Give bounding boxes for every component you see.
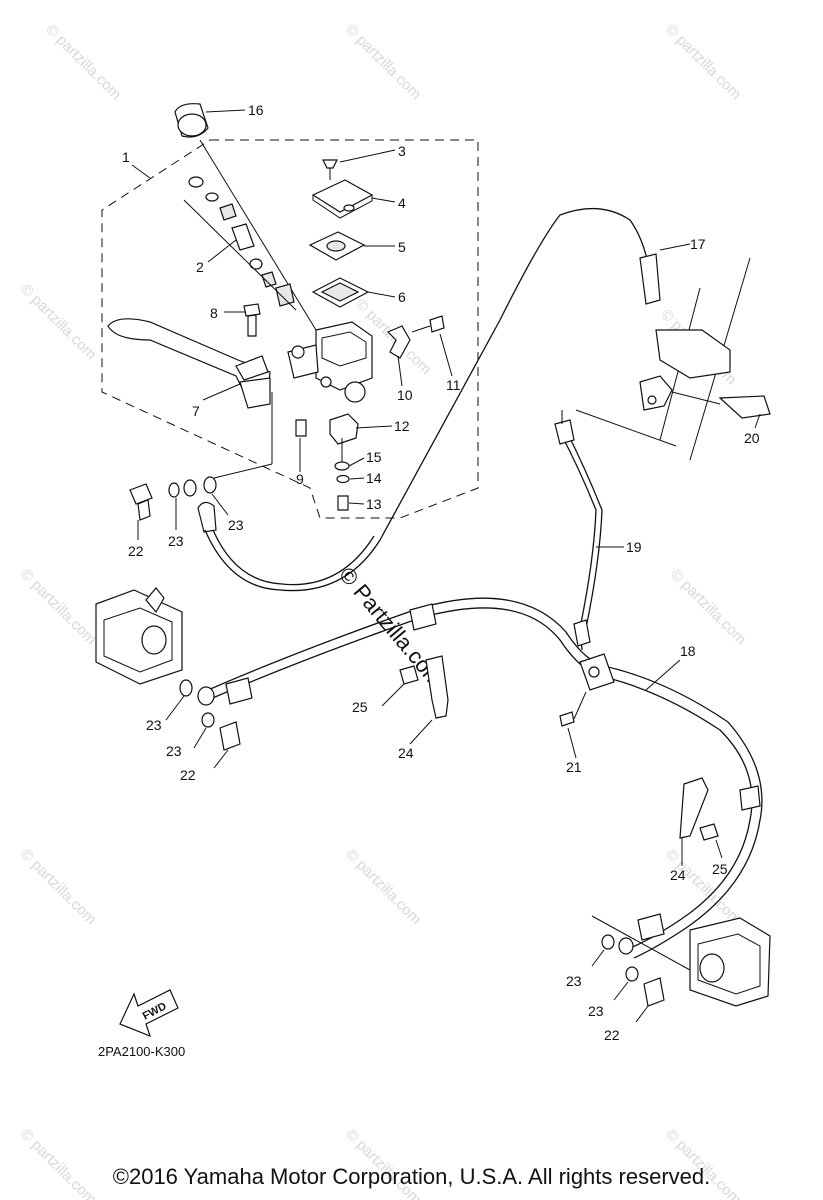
screw-part [337, 495, 349, 511]
callout-11: 11 [446, 377, 461, 393]
callout-9: 9 [296, 471, 304, 487]
master-cylinder-group [107, 103, 445, 511]
diagram-code: 2PA2100-K300 [98, 1044, 185, 1059]
brake-switch-part [329, 413, 359, 445]
nut-part [334, 461, 350, 471]
washer-part [336, 474, 350, 484]
brake-pipe-19 [559, 431, 597, 651]
watermark: © partzilla.com [662, 846, 744, 928]
upper-right-bracket [575, 243, 771, 461]
callout-16: 16 [248, 102, 264, 118]
hose-fitting [639, 253, 661, 305]
callout-22: 22 [128, 543, 144, 559]
watermark: © partzilla.com [17, 846, 99, 928]
screw-part [322, 159, 338, 169]
callout-3: 3 [398, 143, 406, 159]
clamp-part [386, 325, 411, 359]
pivot-bolt-part [243, 303, 261, 317]
callout-23: 23 [146, 717, 162, 733]
clip-part [718, 395, 771, 419]
callout-19: 19 [626, 539, 642, 555]
watermark: © partzilla.com [342, 846, 424, 928]
right-caliper-part [591, 915, 771, 1023]
callout-labels: 16 1 3 4 5 6 2 8 7 9 10 11 12 15 14 13 2… [122, 102, 760, 1043]
brake-hose-17 [204, 207, 653, 592]
reservoir-cap-part [311, 179, 374, 213]
piston-kit-part [183, 176, 297, 311]
callout-24: 24 [398, 745, 414, 761]
brake-hose-18 [207, 607, 753, 949]
callout-22: 22 [604, 1027, 620, 1043]
watermark: © partzilla.com [17, 281, 99, 363]
watermark: © partzilla.com [342, 21, 424, 103]
callout-14: 14 [366, 470, 382, 486]
forward-direction-arrow: FWD [119, 989, 179, 1038]
callout-15: 15 [366, 449, 382, 465]
callout-6: 6 [398, 289, 406, 305]
left-caliper-part [95, 587, 241, 769]
callout-25: 25 [712, 861, 728, 877]
upper-banjo-group [129, 476, 229, 540]
hose-guide-bracket [381, 655, 723, 866]
watermark: © partzilla.com [662, 21, 744, 103]
assembly-boundary [101, 139, 479, 519]
callout-18: 18 [680, 643, 696, 659]
copyright-notice: ©2016 Yamaha Motor Corporation, U.S.A. A… [112, 1164, 711, 1189]
callout-4: 4 [398, 195, 406, 211]
callout-2: 2 [196, 259, 204, 275]
callout-23: 23 [168, 533, 184, 549]
callout-1: 1 [122, 149, 130, 165]
spacer-part [295, 419, 307, 437]
watermark: © partzilla.com [42, 21, 124, 103]
callout-8: 8 [210, 305, 218, 321]
boot-opening [177, 113, 207, 137]
master-cylinder-body [315, 321, 373, 391]
watermark: © partzilla.com [667, 566, 749, 648]
callout-12: 12 [394, 418, 410, 434]
callout-23: 23 [166, 743, 182, 759]
callout-23: 23 [588, 1003, 604, 1019]
callout-24: 24 [670, 867, 686, 883]
leader-lines [131, 109, 453, 505]
callout-10: 10 [397, 387, 413, 403]
bolt-part [429, 315, 445, 333]
callout-23: 23 [566, 973, 582, 989]
callout-22: 22 [180, 767, 196, 783]
callout-7: 7 [192, 403, 200, 419]
callout-23: 23 [228, 517, 244, 533]
callout-13: 13 [366, 496, 382, 512]
callout-25: 25 [352, 699, 368, 715]
callout-20: 20 [744, 430, 760, 446]
callout-5: 5 [398, 239, 406, 255]
callout-21: 21 [566, 759, 582, 775]
callout-17: 17 [690, 236, 706, 252]
watermark: © partzilla.com [17, 566, 99, 648]
